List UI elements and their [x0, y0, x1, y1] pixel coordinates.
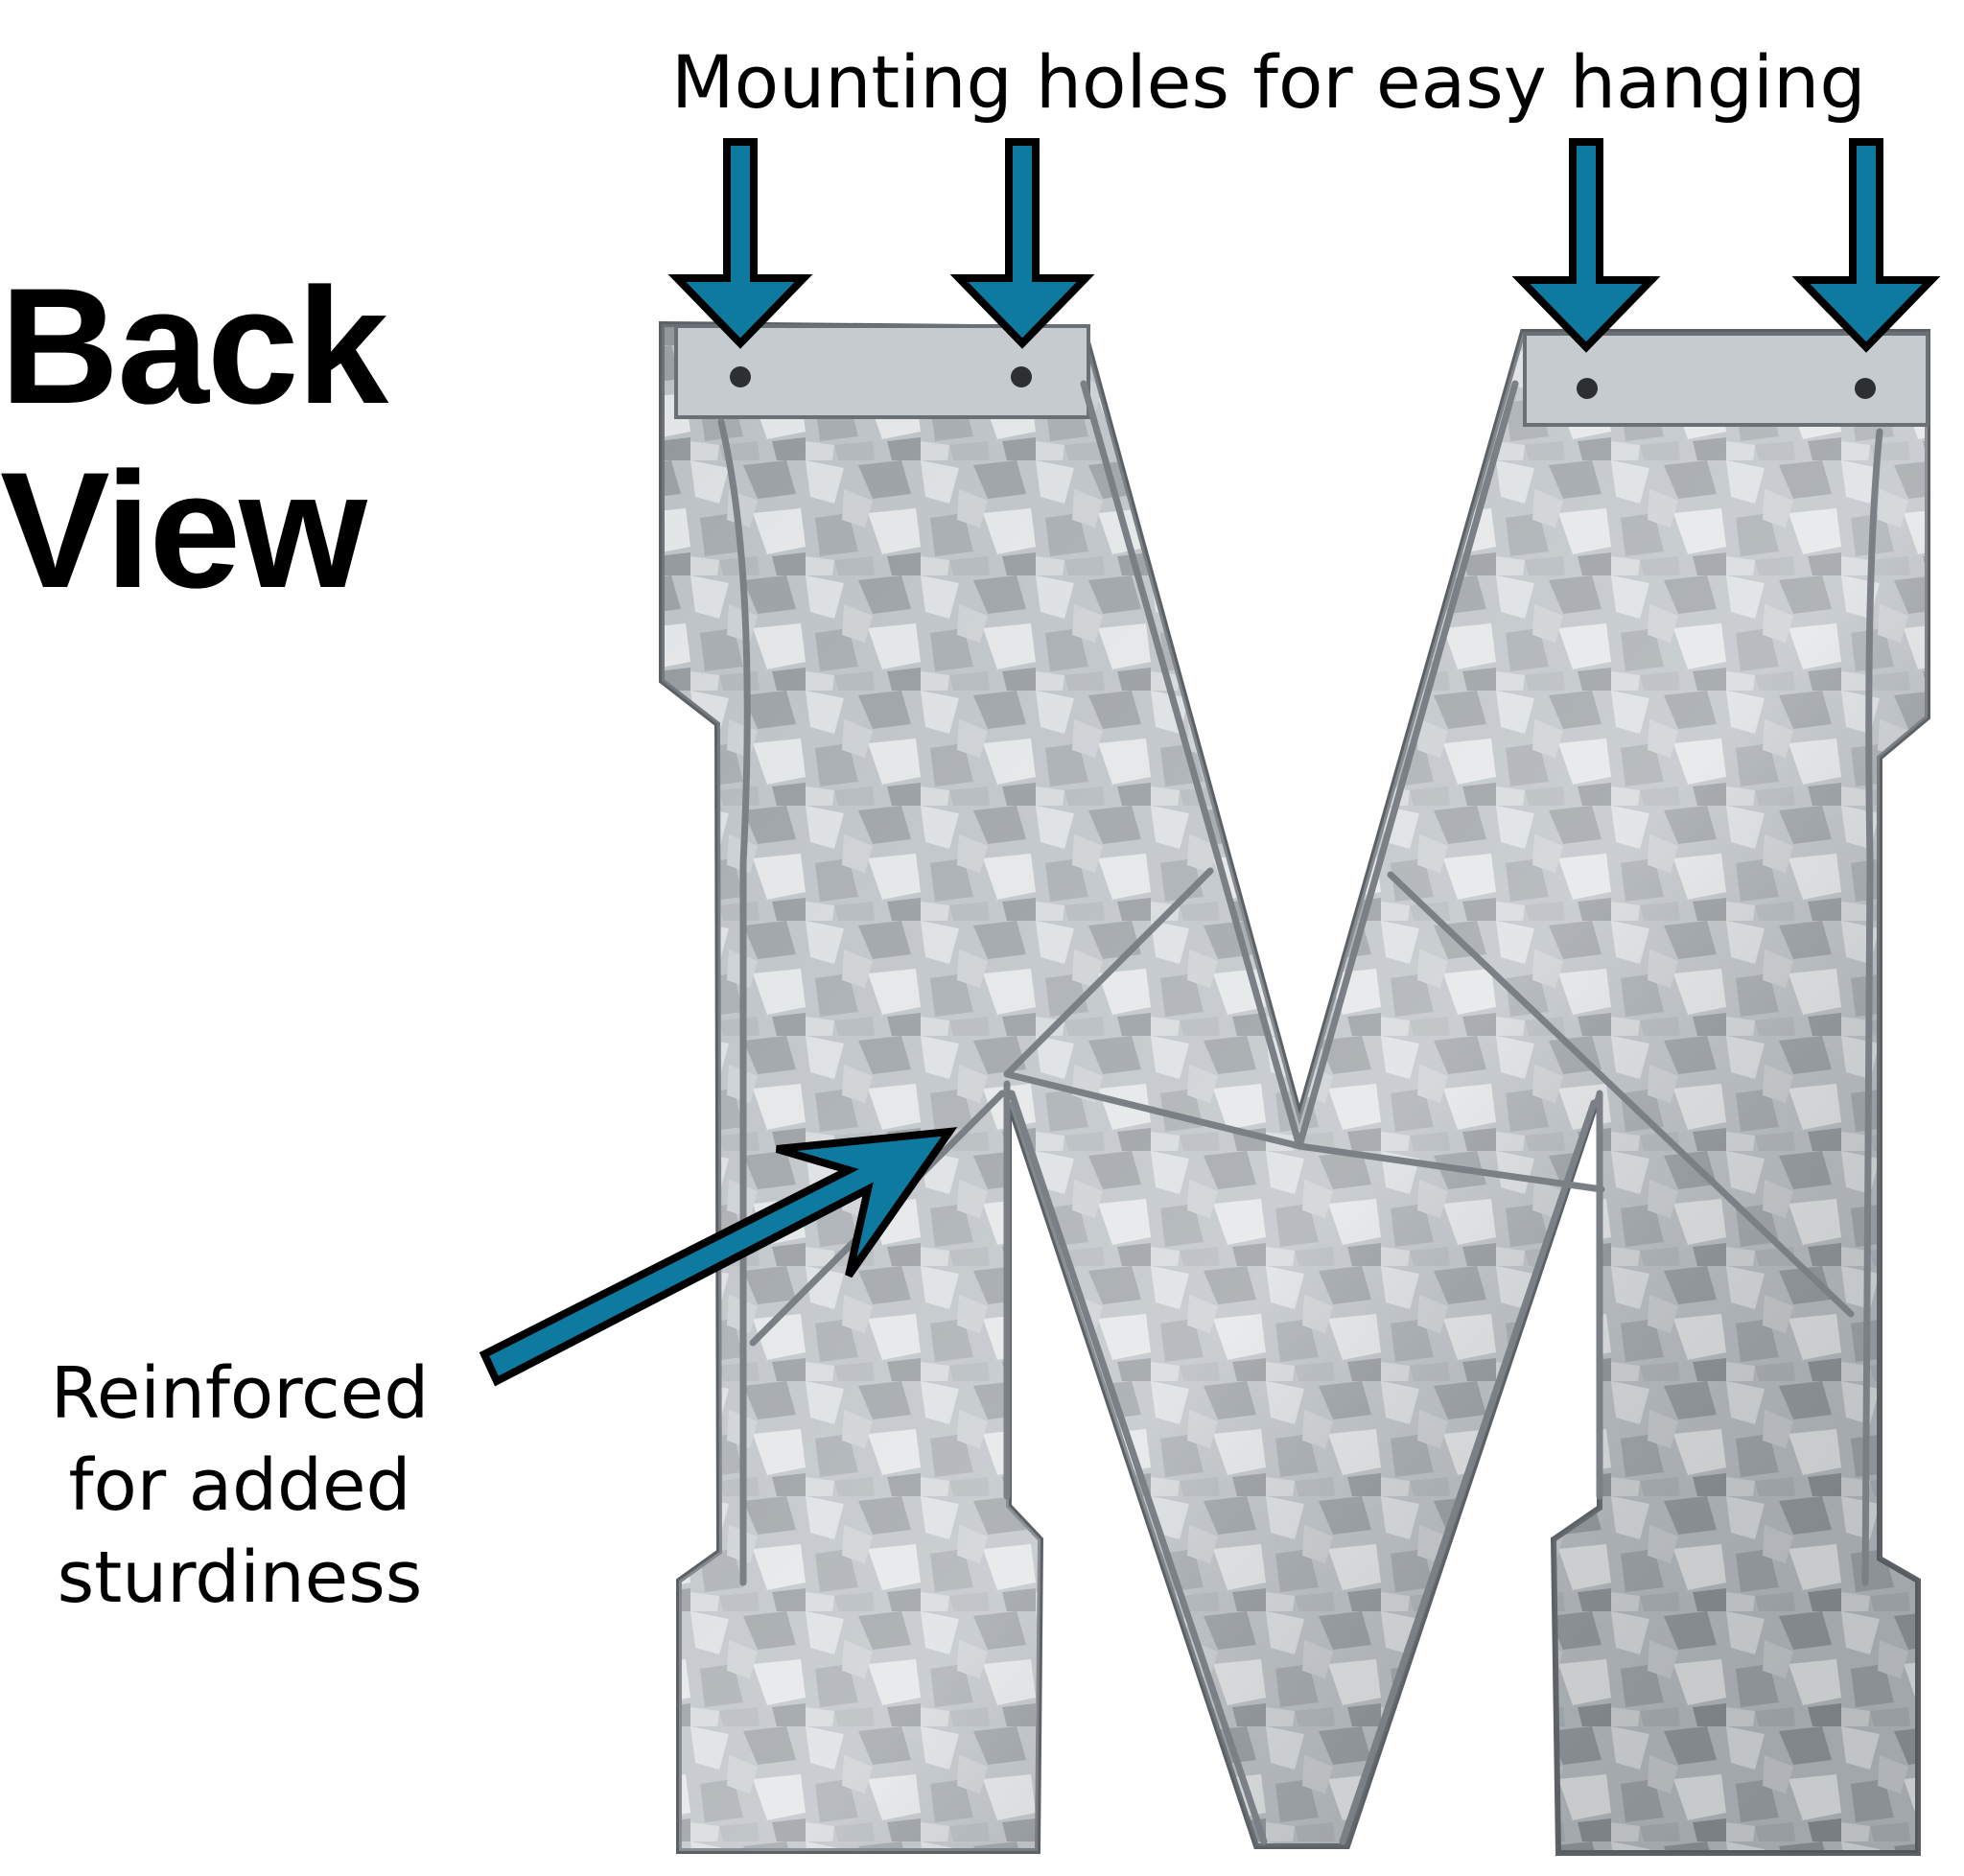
mounting-rails	[674, 324, 1929, 427]
title-line-1: Back	[0, 254, 388, 438]
reinforced-caption: Reinforced for added sturdiness	[19, 1348, 460, 1624]
mounting-hole-3	[1577, 378, 1598, 399]
rod-brace-upper-left	[1003, 867, 1214, 1078]
mounting-hole-1	[730, 366, 751, 387]
rod-right-outer	[1861, 428, 1883, 1586]
rod-v-left	[1008, 1090, 1268, 1845]
rod-brace-right	[1387, 871, 1855, 1318]
reinforced-arrow	[479, 1127, 958, 1387]
page-title: Back View	[0, 254, 595, 622]
diagonal-arrow-icon	[479, 1127, 958, 1387]
reinforced-caption-line-1: Reinforced	[50, 1352, 430, 1435]
down-arrow-icon-3	[1511, 138, 1661, 353]
reinforced-caption-line-2: for added	[68, 1444, 411, 1527]
down-arrow-icon-4	[1791, 138, 1941, 353]
title-line-2: View	[0, 438, 367, 622]
mounting-holes-caption: Mounting holes for easy hanging	[671, 39, 1866, 125]
down-arrow-icon-2	[949, 138, 1095, 349]
rod-center-right	[1296, 1142, 1605, 1193]
rod-left-outer	[717, 418, 751, 1586]
rod-v-right	[1339, 1099, 1598, 1845]
mounting-hole-4	[1855, 378, 1876, 399]
reinforcement-rods	[717, 380, 1883, 1845]
rod-center-left	[1003, 1070, 1303, 1150]
letter-m-body	[659, 320, 1930, 1856]
rod-left-diagonal	[1080, 380, 1303, 1150]
down-arrow-icon-1	[667, 138, 813, 349]
mounting-hole-2	[1011, 366, 1032, 387]
reinforced-caption-line-3: sturdiness	[57, 1536, 423, 1619]
mounting-arrows	[667, 138, 1941, 353]
rod-right-diagonal	[1296, 380, 1519, 1150]
